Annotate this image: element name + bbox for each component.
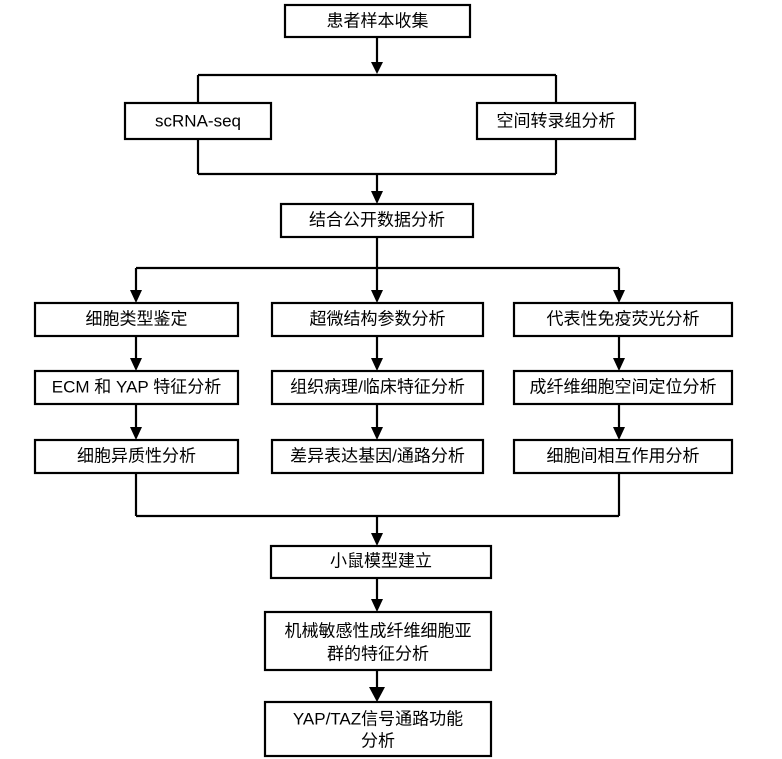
node-text: 细胞异质性分析 (77, 446, 196, 465)
node-text-line2: 分析 (361, 731, 395, 750)
node-mechanosensitive-fibroblast-subset[interactable]: 机械敏感性成纤维细胞亚 群的特征分析 (263, 610, 493, 672)
node-cell-heterogeneity[interactable]: 细胞异质性分析 (33, 438, 240, 475)
node-immunofluorescence[interactable]: 代表性免疫荧光分析 (512, 301, 734, 338)
node-text: 差异表达基因/通路分析 (290, 446, 465, 465)
node-fibroblast-spatial-localization[interactable]: 成纤维细胞空间定位分析 (512, 369, 734, 406)
node-deg-pathway-analysis[interactable]: 差异表达基因/通路分析 (270, 438, 485, 475)
node-box (263, 610, 493, 672)
node-text: 代表性免疫荧光分析 (547, 309, 700, 328)
node-ecm-yap-features[interactable]: ECM 和 YAP 特征分析 (33, 369, 240, 406)
node-text: 患者样本收集 (327, 11, 429, 30)
arrowhead-n11 (130, 427, 142, 440)
node-layer: 患者样本收集 scRNA-seq 空间转录组分析 结合公开数据分析 细胞类型鉴定 (33, 3, 734, 758)
arrowhead-n15 (371, 599, 383, 612)
node-text: 结合公开数据分析 (309, 210, 445, 229)
node-mouse-model-establishment[interactable]: 小鼠模型建立 (269, 544, 493, 580)
arrowhead-n7 (613, 290, 625, 303)
arrowhead-n5 (130, 290, 142, 303)
node-text-line2: 群的特征分析 (327, 644, 429, 663)
arrowhead-n1-split (371, 62, 383, 74)
node-box (33, 438, 240, 475)
arrowhead-n9 (371, 358, 383, 371)
node-text: 小鼠模型建立 (330, 551, 432, 570)
node-spatial-transcriptomics[interactable]: 空间转录组分析 (475, 101, 637, 141)
node-scrna-seq[interactable]: scRNA-seq (123, 101, 273, 141)
node-text: ECM 和 YAP 特征分析 (52, 377, 221, 396)
arrowhead-n6 (371, 290, 383, 303)
arrowhead-n16 (369, 687, 385, 702)
node-text: 细胞类型鉴定 (86, 309, 188, 328)
arrowhead-n14 (371, 533, 383, 546)
node-cell-type-identification[interactable]: 细胞类型鉴定 (33, 301, 240, 338)
node-yap-taz-pathway-function[interactable]: YAP/TAZ信号通路功能 分析 (263, 700, 493, 758)
node-text: scRNA-seq (155, 111, 241, 130)
node-text-line1: 机械敏感性成纤维细胞亚 (285, 621, 472, 640)
node-box (33, 301, 240, 338)
node-box (270, 369, 485, 406)
arrowhead-n8 (130, 358, 142, 371)
node-text: 空间转录组分析 (497, 111, 616, 130)
node-patient-sample-collection[interactable]: 患者样本收集 (283, 3, 472, 39)
node-text: 组织病理/临床特征分析 (290, 377, 465, 396)
node-cell-cell-interaction[interactable]: 细胞间相互作用分析 (512, 438, 734, 475)
arrowhead-n12 (371, 427, 383, 440)
node-box (512, 369, 734, 406)
node-box (263, 700, 493, 758)
node-text-line1: YAP/TAZ信号通路功能 (293, 709, 463, 728)
arrowhead-n4 (371, 191, 383, 204)
node-box (123, 101, 273, 141)
node-text: 成纤维细胞空间定位分析 (530, 377, 717, 396)
node-box (512, 301, 734, 338)
node-box (512, 438, 734, 475)
node-box (279, 202, 475, 239)
node-box (270, 301, 485, 338)
arrowhead-n13 (613, 427, 625, 440)
arrowhead-n10 (613, 358, 625, 371)
node-box (269, 544, 493, 580)
node-text: 超微结构参数分析 (310, 309, 446, 328)
node-box (33, 369, 240, 406)
connector-layer (130, 37, 625, 702)
node-histopathology-clinical[interactable]: 组织病理/临床特征分析 (270, 369, 485, 406)
node-box (270, 438, 485, 475)
node-public-data-integration[interactable]: 结合公开数据分析 (279, 202, 475, 239)
node-ultrastructure-parameters[interactable]: 超微结构参数分析 (270, 301, 485, 338)
node-box (475, 101, 637, 141)
node-box (283, 3, 472, 39)
node-text: 细胞间相互作用分析 (547, 446, 700, 465)
